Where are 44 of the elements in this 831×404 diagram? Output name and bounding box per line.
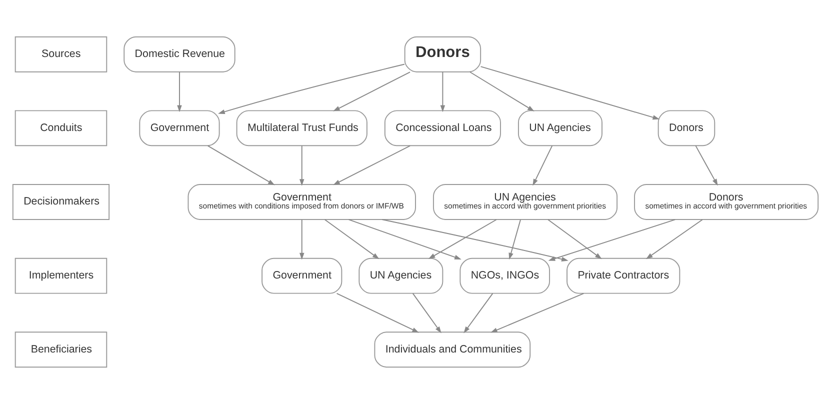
arrow	[646, 219, 703, 260]
arrow	[324, 219, 380, 260]
arrow	[490, 292, 584, 333]
node-box: UN Agencies	[518, 110, 602, 146]
node-box: Sources	[14, 36, 108, 72]
arrow	[695, 145, 718, 186]
node-box: Donors	[658, 110, 716, 146]
node-box: Concessional Loans	[384, 110, 501, 146]
node-box: Multilateral Trust Funds	[236, 110, 368, 146]
node-box: Government	[262, 258, 342, 294]
node-box: Decisionmakers	[12, 184, 110, 220]
node-box: NGOs, INGOs	[460, 258, 550, 294]
arrow	[428, 219, 497, 259]
arrow	[382, 219, 568, 262]
arrow	[336, 292, 419, 333]
node-box: Government	[139, 110, 220, 146]
arrow	[548, 219, 602, 260]
arrow	[440, 72, 446, 112]
arrow	[412, 292, 442, 334]
arrow	[299, 219, 304, 260]
node-box: UN Agencies	[358, 258, 444, 294]
node-box: Donors	[404, 36, 482, 72]
arrow	[469, 72, 534, 112]
arrow	[532, 145, 553, 186]
node-box: UN Agencies sometimes in accord with government priorities	[432, 184, 618, 220]
arrow	[177, 72, 182, 112]
arrow	[333, 72, 411, 112]
arrow	[508, 219, 521, 260]
arrow	[548, 219, 676, 261]
arrow	[348, 219, 462, 260]
arrow	[333, 145, 411, 186]
arrow	[299, 145, 304, 186]
arrow	[480, 66, 660, 120]
arrow	[218, 64, 405, 114]
node-box: Beneficiaries	[14, 332, 108, 368]
arrow	[464, 292, 494, 334]
node-box: Conduits	[14, 110, 108, 146]
arrow	[207, 145, 275, 186]
node-box: Donors sometimes in accord with government priorities	[634, 184, 819, 220]
node-box: Government sometimes with conditions imposed from donors or IMF/WB	[188, 184, 416, 220]
node-box: Individuals and Communities	[374, 332, 531, 368]
node-box: Implementers	[14, 258, 108, 294]
node-box: Private Contractors	[566, 258, 680, 294]
node-box: Domestic Revenue	[124, 36, 236, 72]
